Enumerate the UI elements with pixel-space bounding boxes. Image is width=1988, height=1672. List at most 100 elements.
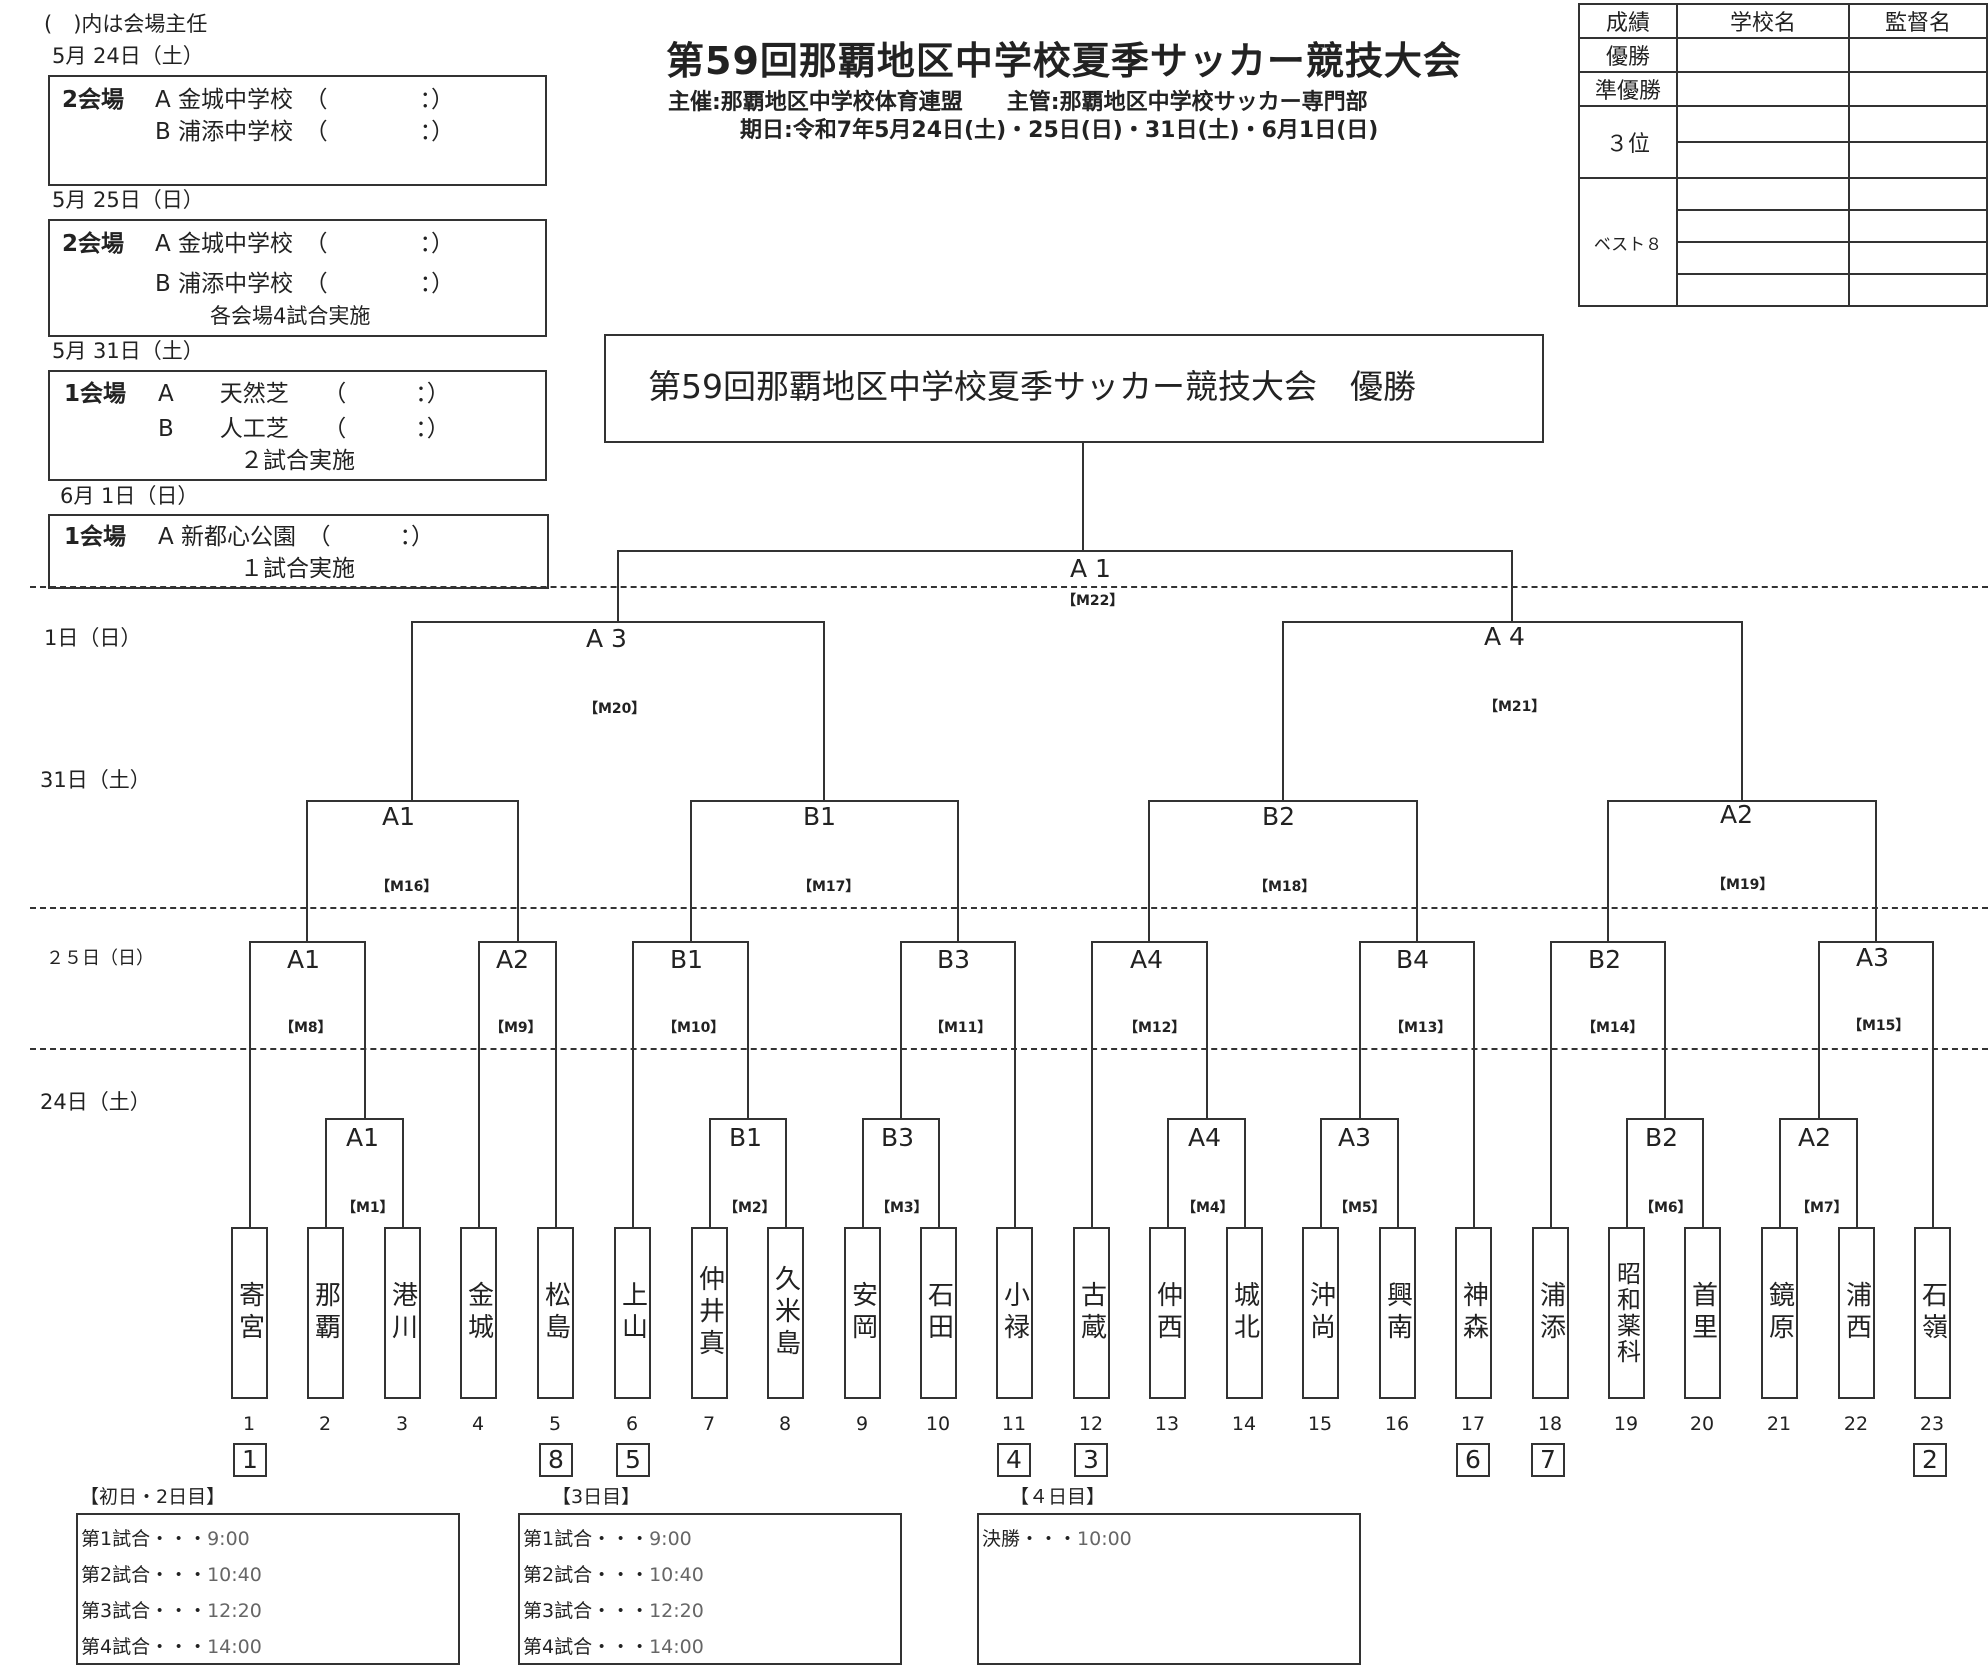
results-cell[interactable] xyxy=(1848,37,1988,73)
results-row-best8: ベスト８ xyxy=(1578,177,1678,307)
seed-box: 1 xyxy=(233,1443,267,1477)
results-cell[interactable] xyxy=(1848,141,1988,179)
bracket-line xyxy=(1473,941,1475,1227)
match-id: 【M13】 xyxy=(1390,1020,1452,1036)
results-cell[interactable] xyxy=(1848,273,1988,307)
bracket-line xyxy=(1664,941,1666,1118)
team-box: 神森 xyxy=(1455,1227,1492,1399)
match-court: B2 xyxy=(1262,802,1296,831)
day-divider xyxy=(30,586,1988,588)
results-cell[interactable] xyxy=(1676,141,1850,179)
bracket-line xyxy=(1702,1118,1704,1227)
team-box: 金城 xyxy=(460,1227,497,1399)
results-cell[interactable] xyxy=(1676,273,1850,307)
match-court: B1 xyxy=(803,802,837,831)
bracket-line xyxy=(1244,1118,1246,1227)
bracket-line xyxy=(411,621,414,800)
day-label-31: 31日（土） xyxy=(40,768,151,792)
team-box: 興南 xyxy=(1379,1227,1416,1399)
bracket-line xyxy=(1082,443,1084,550)
team-box: 浦西 xyxy=(1838,1227,1875,1399)
schedule-title-day4: 【４日目】 xyxy=(1010,1486,1106,1508)
schedule-title-day3: 【3日目】 xyxy=(552,1486,641,1508)
schedule-time: 9:00 xyxy=(649,1528,692,1550)
results-cell[interactable] xyxy=(1676,105,1850,143)
match-court: A2 xyxy=(496,945,530,974)
results-cell[interactable] xyxy=(1848,209,1988,243)
match-court: A4 xyxy=(1188,1123,1222,1152)
venue-box-3: 1会場 A 天然芝 （ ：） B 人工芝 （ ：） ２試合実施 xyxy=(48,370,547,481)
venue-box-4: 1会場 A 新都心公園 （ ：） １試合実施 xyxy=(48,514,549,589)
results-cell[interactable] xyxy=(1848,241,1988,275)
day-label-24: 24日（土） xyxy=(40,1090,151,1114)
results-cell[interactable] xyxy=(1848,177,1988,211)
bracket-line xyxy=(555,941,557,1227)
bracket-line xyxy=(938,1118,940,1227)
schedule-time: 12:20 xyxy=(649,1600,704,1622)
venue-3-b: B 人工芝 （ ：） xyxy=(158,416,450,442)
match-court: A3 xyxy=(1338,1123,1372,1152)
team-box: 松島 xyxy=(537,1227,574,1399)
team-box: 久米島 xyxy=(767,1227,804,1399)
schedule-box-days12: 第1試合・・・9:00 第2試合・・・10:40 第3試合・・・12:20 第4… xyxy=(76,1513,460,1665)
schedule-row: 第3試合・・・12:20 xyxy=(81,1596,262,1623)
team-number: 18 xyxy=(1537,1413,1563,1435)
bracket-line xyxy=(1091,941,1093,1227)
bracket-line xyxy=(1550,941,1552,1227)
venue-4-a: A 新都心公園 （ ：） xyxy=(158,524,435,550)
bracket-line xyxy=(1817,941,1820,1118)
results-cell[interactable] xyxy=(1848,105,1988,143)
day-divider xyxy=(30,1048,1988,1050)
schedule-row: 第1試合・・・9:00 xyxy=(523,1524,692,1551)
team-box: 古蔵 xyxy=(1073,1227,1110,1399)
bracket-line xyxy=(1740,621,1743,800)
match-id: 【M8】 xyxy=(280,1020,332,1036)
bracket-line xyxy=(1607,800,1609,941)
results-cell[interactable] xyxy=(1676,71,1850,107)
bracket-line xyxy=(632,941,634,1227)
bracket-line xyxy=(617,550,1514,552)
bracket-line xyxy=(900,941,902,1118)
match-court: A 3 xyxy=(586,624,627,653)
match-id: 【M17】 xyxy=(798,879,860,895)
team-number: 1 xyxy=(242,1413,256,1435)
schedule-time: 10:40 xyxy=(207,1564,262,1586)
match-id: 【M4】 xyxy=(1182,1200,1234,1216)
bracket-line xyxy=(709,1118,711,1227)
results-cell[interactable] xyxy=(1676,37,1850,73)
results-cell[interactable] xyxy=(1848,71,1988,107)
results-cell[interactable] xyxy=(1676,209,1850,243)
results-header-school: 学校名 xyxy=(1676,3,1850,39)
bracket-line xyxy=(957,800,959,941)
match-court: A2 xyxy=(1798,1123,1832,1152)
match-court: B2 xyxy=(1645,1123,1679,1152)
bracket-line xyxy=(1282,621,1284,800)
results-cell[interactable] xyxy=(1676,177,1850,211)
match-id: 【M3】 xyxy=(876,1200,928,1216)
team-box: 石田 xyxy=(920,1227,957,1399)
results-cell[interactable] xyxy=(1676,241,1850,275)
bracket-line xyxy=(1397,1118,1399,1227)
venue-count-4: 1会場 xyxy=(64,524,127,550)
team-number: 7 xyxy=(702,1413,716,1435)
match-court: B4 xyxy=(1396,945,1430,974)
venue-count-2: 2会場 xyxy=(62,231,125,257)
bracket-line xyxy=(1148,800,1151,941)
team-number: 15 xyxy=(1307,1413,1333,1435)
team-number: 11 xyxy=(1001,1413,1027,1435)
match-court: B3 xyxy=(881,1123,915,1152)
team-box: 港川 xyxy=(384,1227,421,1399)
team-box: 仲井真 xyxy=(691,1227,728,1399)
venue-date-2: 5月 25日（日） xyxy=(52,188,204,212)
bracket-line xyxy=(1167,1118,1246,1120)
bracket-line xyxy=(1205,941,1208,1118)
team-box: 昭和薬科 xyxy=(1608,1227,1645,1399)
bracket-line xyxy=(402,1118,404,1227)
match-id: 【M11】 xyxy=(930,1020,992,1036)
team-box: 仲西 xyxy=(1149,1227,1186,1399)
day-divider xyxy=(30,907,1988,909)
team-number: 22 xyxy=(1843,1413,1869,1435)
bracket-line xyxy=(306,800,309,941)
team-number: 16 xyxy=(1384,1413,1410,1435)
schedule-label: 第1試合・・・ xyxy=(523,1528,650,1550)
